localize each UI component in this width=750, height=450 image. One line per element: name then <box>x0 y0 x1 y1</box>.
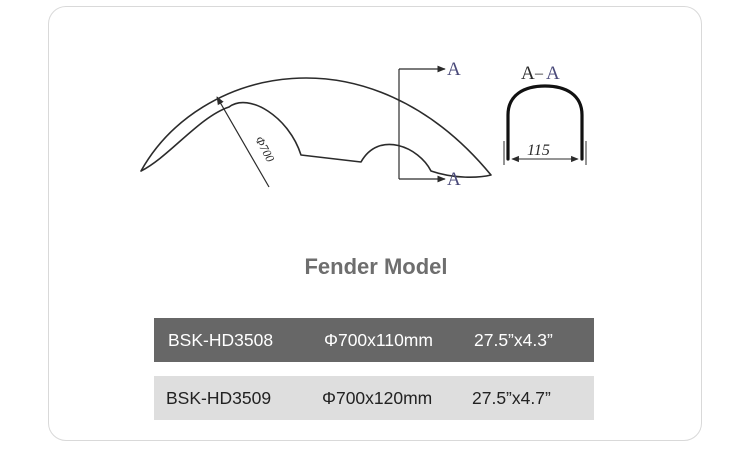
fender-outline <box>140 77 492 178</box>
section-title-right: A <box>546 63 560 84</box>
section-marker-top: A <box>447 59 461 80</box>
table-row: BSK-HD3508 Φ700x110mm 27.5”x4.3” <box>154 318 594 362</box>
section-title: Fender Model <box>304 254 448 279</box>
table-row: BSK-HD3509 Φ700x120mm 27.5”x4.7” <box>154 376 594 420</box>
fender-technical-drawing: Φ700 A A A – A 115 <box>140 59 587 190</box>
section-title-left: A <box>521 63 535 84</box>
section-title-dash: – <box>534 65 544 82</box>
model-cell: BSK-HD3508 <box>168 329 274 350</box>
diameter-label: Φ700 <box>252 134 277 165</box>
model-cell: BSK-HD3509 <box>166 387 272 408</box>
inch-cell: 27.5”x4.3” <box>474 329 553 350</box>
inch-cell: 27.5”x4.7” <box>472 387 551 408</box>
diameter-dimension-line <box>216 96 270 188</box>
cross-section-view: A – A 115 <box>503 63 587 165</box>
width-label: 115 <box>527 142 550 159</box>
size-cell: Φ700x120mm <box>322 387 433 408</box>
section-marker-bottom: A <box>447 169 461 190</box>
cross-section-profile <box>506 84 584 161</box>
size-cell: Φ700x110mm <box>324 329 433 350</box>
product-card: Φ700 A A A – A 115 Fender Model BSK-HD35… <box>48 6 702 441</box>
